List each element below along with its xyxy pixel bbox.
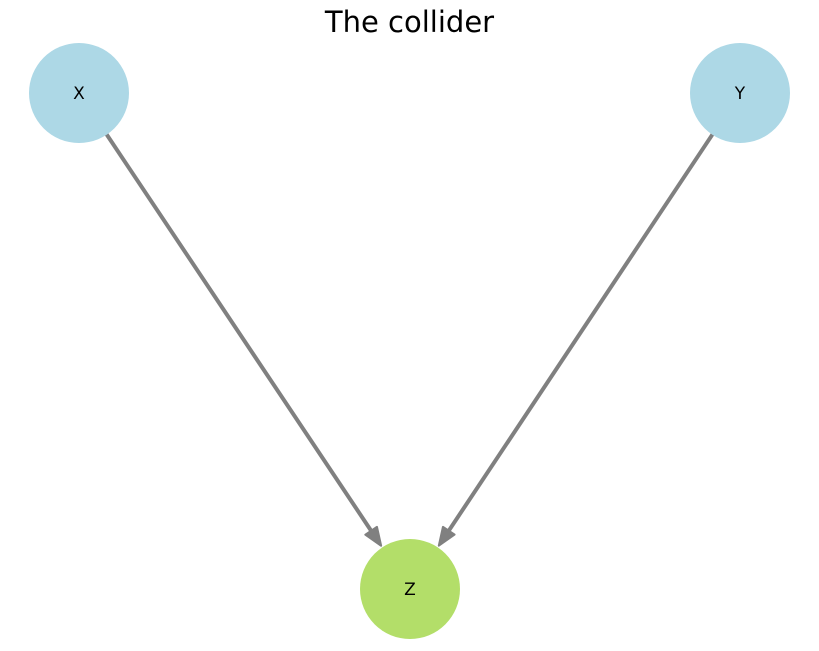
edge-line — [102, 130, 376, 536]
edge-line — [444, 130, 717, 536]
node-label: Z — [404, 580, 416, 600]
node-y: Y — [690, 43, 790, 143]
node-label: Y — [734, 84, 746, 104]
node-x: X — [29, 43, 129, 143]
diagram-title: The collider — [324, 5, 495, 39]
edge-x-to-z — [102, 130, 383, 547]
node-circle — [29, 43, 129, 143]
nodes-layer: X Y Z — [29, 43, 790, 639]
node-z: Z — [360, 539, 460, 639]
node-circle — [360, 539, 460, 639]
arrowhead — [364, 525, 383, 547]
node-label: X — [73, 84, 85, 104]
arrowhead — [437, 525, 456, 547]
edge-y-to-z — [437, 130, 717, 547]
node-circle — [690, 43, 790, 143]
edges-layer — [102, 130, 717, 547]
